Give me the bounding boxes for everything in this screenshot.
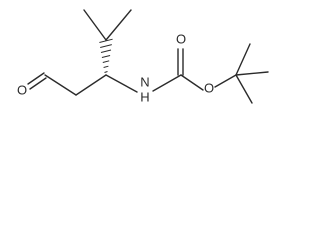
bond-isopropyl-methyl-right xyxy=(105,9,132,41)
bond-tbutyl-methyl-top xyxy=(235,43,251,76)
bond-tbutyl-methyl-right xyxy=(235,71,269,76)
bond-cho-ch2 xyxy=(44,74,77,96)
bond-aldehyde-double-1 xyxy=(27,72,45,85)
atom-aldehyde-oxygen: O xyxy=(17,82,27,97)
bond-stereocenter-nitrogen xyxy=(105,74,138,93)
atom-amine-nitrogen: N xyxy=(140,74,149,89)
bond-aldehyde-double-2 xyxy=(29,77,47,90)
chemical-structure: O N H O O xyxy=(17,9,269,104)
hashed-wedge-bond xyxy=(99,38,113,73)
bond-carbonyl-ester-oxygen xyxy=(180,74,204,91)
bond-ch2-stereocenter xyxy=(75,74,107,96)
bond-tbutyl-methyl-bottom xyxy=(235,74,253,104)
atom-ester-oxygen: O xyxy=(204,80,214,95)
atom-amine-hydrogen: H xyxy=(140,89,149,104)
atom-carbonyl-oxygen: O xyxy=(176,31,186,46)
bond-ester-oxygen-tbutyl xyxy=(214,74,237,88)
bond-nitrogen-carbonyl xyxy=(152,74,182,92)
bond-isopropyl-methyl-left xyxy=(83,9,107,41)
